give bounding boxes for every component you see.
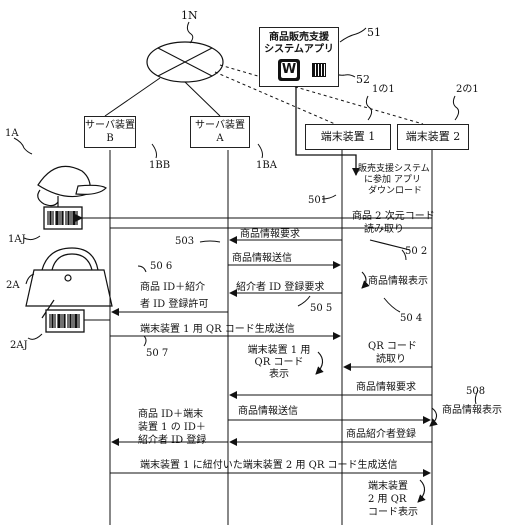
qr2-display-line1: 端末装置 <box>368 481 408 492</box>
app-icon-letter: W <box>281 62 297 78</box>
step-501-line1: 販売支援システム <box>358 164 430 174</box>
server-b-letter: B <box>106 133 114 144</box>
network-icon <box>146 41 224 83</box>
qr1-display-line2: QR コード <box>254 357 304 368</box>
qr1-display-line3: 表示 <box>269 369 289 380</box>
network-leader-line <box>186 21 194 44</box>
terminal2-box: 端末装置 2 <box>397 124 469 150</box>
step-506-ref: 50 6 <box>150 261 173 272</box>
step-506-line1: 商品 ID＋紹介 <box>140 282 206 293</box>
qr-read-line1: QR コード <box>368 341 417 352</box>
step-501-line2: に参加 アプリ <box>364 175 421 185</box>
app-box: 商品販売支援 システムアプリ W <box>259 27 339 87</box>
step-508-label: 商品情報表示 <box>442 405 502 416</box>
bag-tag-leader <box>27 333 43 340</box>
terminal1-leader <box>365 95 373 121</box>
step-507-ref: 50 7 <box>146 348 169 359</box>
app-box-ref: 51 <box>367 26 381 39</box>
terminal1-label: 端末装置 1 <box>320 130 376 143</box>
process-curl-arrows <box>315 271 438 503</box>
network-links <box>104 64 424 125</box>
step-503-label: 商品情報要求 <box>240 229 300 240</box>
step-501-ref: 501 <box>308 195 328 206</box>
step-506-line2: 者 ID 登録許可 <box>140 299 209 310</box>
hat-illustration <box>37 165 107 212</box>
terminal2-ref: 2の1 <box>456 84 479 95</box>
bag-clasp <box>64 272 72 280</box>
step-502-line1: 商品 2 次元コード <box>352 211 435 222</box>
ref-leaders <box>137 194 479 405</box>
step-507-label: 端末装置 1 用 QR コード生成送信 <box>140 324 295 335</box>
info-display-1-label: 商品情報表示 <box>368 276 428 287</box>
qr1-display-line1: 端末装置 1 用 <box>247 345 311 356</box>
qr2-send-label: 端末装置 1 に紐付いた端末装置 2 用 QR コード生成送信 <box>140 460 398 471</box>
step-508-ref: 508 <box>466 386 486 397</box>
server-b-ref: 1BB <box>149 160 171 171</box>
bag-tag-ref: 2AJ <box>10 340 28 351</box>
server-b-box: サーバ装置 B <box>84 116 136 148</box>
lifelines <box>109 150 433 525</box>
register-line1: 商品 ID＋端末 <box>138 409 204 420</box>
step-504-ref: 50 4 <box>400 313 423 324</box>
bag-ref: 2A <box>6 280 20 291</box>
hat-tag-leader <box>23 235 41 241</box>
hat-tag-ref: 1AJ <box>8 234 26 245</box>
app-name-line1: 商品販売支援 <box>269 32 329 43</box>
server-a-letter: A <box>216 133 224 144</box>
register-line3: 紹介者 ID 登録 <box>138 435 207 446</box>
terminal1-ref: 1の1 <box>372 84 395 95</box>
bag-barcode-tag <box>45 309 85 333</box>
introducer-register-label: 商品紹介者登録 <box>346 429 416 440</box>
terminal2-leader <box>452 95 460 121</box>
hat-barcode-tag <box>43 206 83 230</box>
server-a-box: サーバ装置 A <box>190 116 250 148</box>
step-501-line3: ダウンロード <box>368 186 423 196</box>
server-b-leader <box>151 143 157 159</box>
step-505-ref: 50 5 <box>310 303 333 314</box>
server-a-label: サーバ装置 <box>195 120 245 131</box>
terminal2-label: 端末装置 2 <box>405 130 461 143</box>
terminal1-box: 端末装置 1 <box>305 124 391 150</box>
server-a-ref: 1BA <box>256 160 277 171</box>
step-503-ref: 503 <box>175 236 195 247</box>
register-line2: 装置 1 の ID＋ <box>138 422 206 433</box>
app-box-leader-line <box>339 27 367 43</box>
hat-leader <box>13 137 33 155</box>
bag-leader <box>25 273 35 285</box>
scan-line-bag <box>84 227 432 321</box>
message-arrows <box>110 236 432 477</box>
qr-ref: 52 <box>356 73 370 86</box>
info-request-2-label: 商品情報要求 <box>356 382 416 393</box>
step-502-line2: 読み取り <box>364 224 404 235</box>
download-path-arrow <box>295 87 360 176</box>
network-ref: 1N <box>181 9 198 22</box>
app-icon: W <box>278 59 300 81</box>
server-a-leader <box>257 143 263 159</box>
bag-illustration <box>25 247 113 319</box>
server-b-label: サーバ装置 <box>85 120 135 131</box>
qr2-display-line3: コード表示 <box>368 507 418 518</box>
info-send-1-label: 商品情報送信 <box>232 253 292 264</box>
hat-ref: 1A <box>5 128 19 139</box>
step-502-ref: 50 2 <box>405 246 428 257</box>
qr-read-line2: 読取り <box>376 354 406 365</box>
step-505-label: 紹介者 ID 登録要求 <box>236 282 325 293</box>
app-name-line2: システムアプリ <box>264 44 334 55</box>
info-send-2-label: 商品情報送信 <box>238 406 298 417</box>
qr-code-icon <box>312 63 326 77</box>
qr2-display-line2: 2 用 QR <box>368 494 407 505</box>
